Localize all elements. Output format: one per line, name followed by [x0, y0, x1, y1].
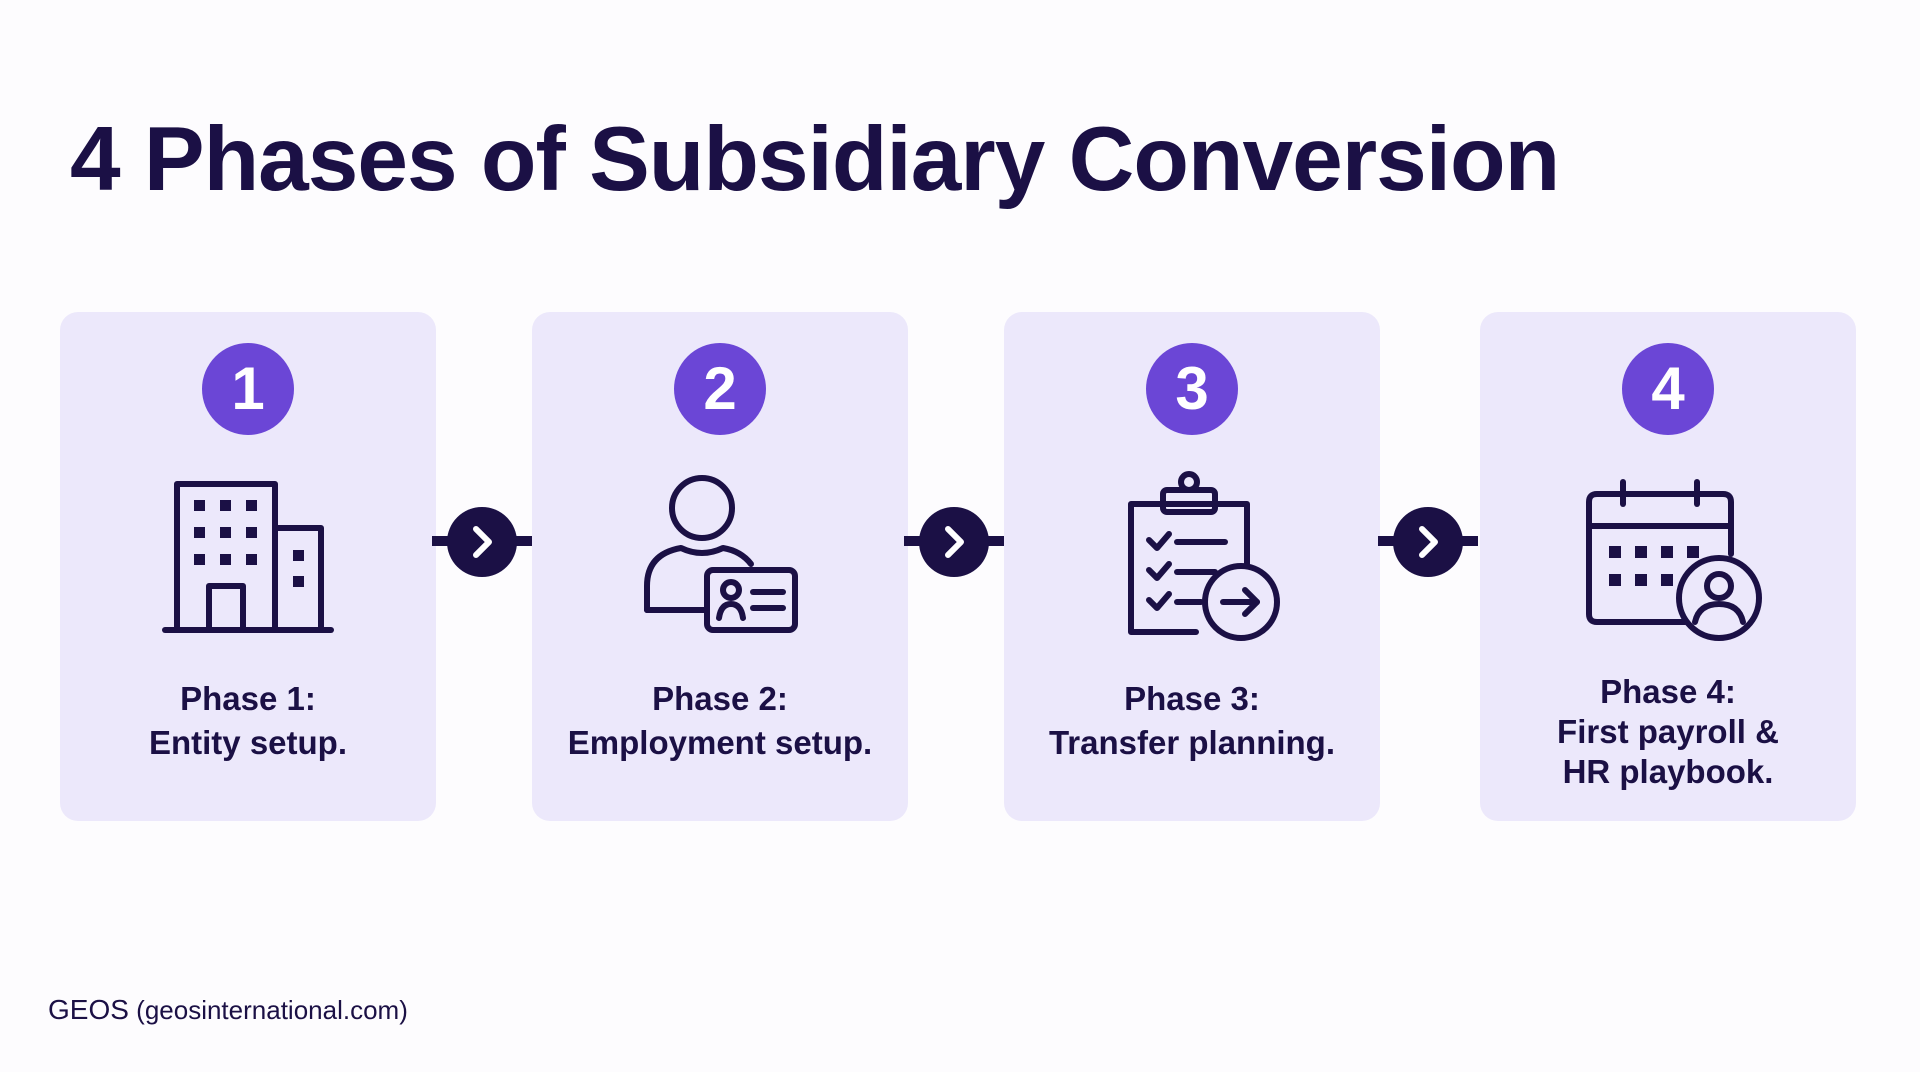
chevron-right-icon	[919, 507, 989, 577]
phase-number-badge: 2	[674, 343, 766, 435]
phase-label: Phase 1: Entity setup.	[70, 677, 426, 765]
phase-card-3: 3 Phase 3: Transfer planning.	[1004, 312, 1380, 821]
chevron-right-icon	[1393, 507, 1463, 577]
calendar-user-icon	[1573, 462, 1763, 652]
phase-number-badge: 3	[1146, 343, 1238, 435]
phase-card-2: 2 Phase 2: Employment setup.	[532, 312, 908, 821]
footer-credit: GEOS (geosinternational.com)	[48, 994, 408, 1026]
phase-label-line: Transfer planning.	[1048, 724, 1336, 761]
footer-brand: GEOS	[48, 994, 129, 1025]
employee-id-card-icon	[625, 462, 815, 652]
phase-label-line: First payroll &	[1557, 713, 1779, 750]
phase-label: Phase 4: First payroll & HR playbook.	[1490, 672, 1846, 792]
office-building-icon	[153, 462, 343, 652]
phase-label-line: Phase 1:	[180, 680, 316, 717]
phase-card-1: 1 Phase 1: Entity setup.	[60, 312, 436, 821]
phase-label-line: Entity setup.	[148, 724, 348, 761]
clipboard-checklist-arrow-icon	[1097, 462, 1287, 652]
page-title: 4 Phases of Subsidiary Conversion	[70, 109, 1560, 210]
phase-label-line: Phase 3:	[1124, 680, 1260, 717]
phase-label-line: HR playbook.	[1562, 753, 1774, 790]
phase-label-line: Phase 4:	[1600, 673, 1736, 710]
phase-card-4: 4 Phase 4: First payroll & HR playbook.	[1480, 312, 1856, 821]
phase-number-badge: 4	[1622, 343, 1714, 435]
phase-label: Phase 3: Transfer planning.	[1014, 677, 1370, 765]
phase-label: Phase 2: Employment setup.	[542, 677, 898, 765]
phase-label-line: Employment setup.	[567, 724, 873, 761]
phase-number-badge: 1	[202, 343, 294, 435]
chevron-right-icon	[447, 507, 517, 577]
footer-source: (geosinternational.com)	[136, 995, 408, 1025]
phase-label-line: Phase 2:	[652, 680, 788, 717]
